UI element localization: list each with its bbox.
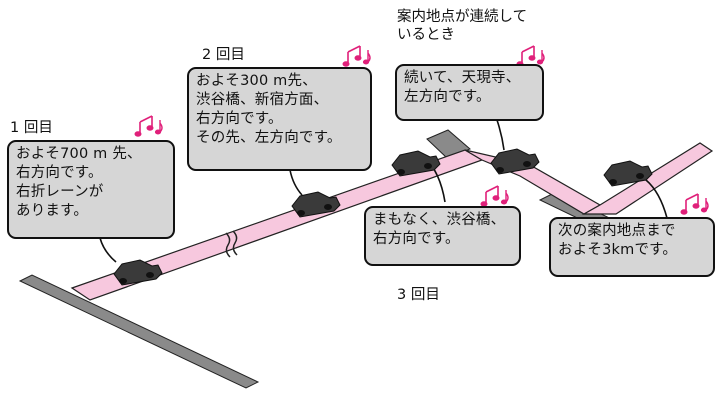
bubble-next-line-2: およそ3kmです。 xyxy=(558,242,678,258)
speech-bubble-first: およそ700 m 先、 右方向です。 右折レーンが あります。 xyxy=(7,140,175,239)
car-icon xyxy=(291,191,341,218)
bubble-first-line-3: 右折レーンが xyxy=(16,184,104,200)
label-first-guidance: 1 回目 xyxy=(10,120,53,136)
road-break-icon xyxy=(225,230,238,258)
bubble-consecutive-line-1: 続いて、天現寺、 xyxy=(404,70,521,86)
speech-bubble-next: 次の案内地点まで およそ3kmです。 xyxy=(549,217,715,277)
speech-bubble-consecutive: 続いて、天現寺、 左方向です。 xyxy=(395,64,544,121)
bubble-first-line-1: およそ700 m 先、 xyxy=(16,146,142,162)
bubble-next-line-1: 次の案内地点まで xyxy=(558,223,676,239)
speech-bubble-third: まもなく、渋谷橋、 右方向です。 xyxy=(364,206,521,266)
bubble-second-line-4: その先、左方向です。 xyxy=(196,130,342,146)
bubble-first-line-4: あります。 xyxy=(16,203,89,219)
label-consecutive-line-2: いるとき xyxy=(397,27,455,43)
bubble-second-line-3: 右方向です。 xyxy=(196,111,283,127)
speech-bubble-second: およそ300 m先、 渋谷橋、新宿方面、 右方向です。 その先、左方向です。 xyxy=(187,67,372,171)
label-consecutive-points: 案内地点が連続して いるとき xyxy=(397,8,527,44)
lower-left-side-road xyxy=(18,274,260,389)
car-icon xyxy=(603,160,653,187)
music-note-icon xyxy=(680,193,709,215)
label-second-guidance: 2 回目 xyxy=(202,47,245,63)
bubble-second-line-2: 渋谷橋、新宿方面、 xyxy=(196,92,329,108)
bubble-third-line-1: まもなく、渋谷橋、 xyxy=(373,212,506,228)
bubble-consecutive-line-2: 左方向です。 xyxy=(404,89,491,105)
music-note-icon xyxy=(480,185,509,207)
bubble-first-line-2: 右方向です。 xyxy=(16,165,103,181)
music-note-icon xyxy=(342,45,371,67)
car-icon xyxy=(113,259,163,286)
music-note-icon xyxy=(134,115,163,137)
bubble-third-line-2: 右方向です。 xyxy=(373,231,460,247)
label-consecutive-line-1: 案内地点が連続して xyxy=(397,9,528,25)
label-third-guidance: 3 回目 xyxy=(397,287,440,303)
car-icon xyxy=(490,148,540,175)
upper-side-road xyxy=(426,129,471,159)
bubble-second-line-1: およそ300 m先、 xyxy=(196,73,317,89)
car-icon xyxy=(391,150,441,177)
